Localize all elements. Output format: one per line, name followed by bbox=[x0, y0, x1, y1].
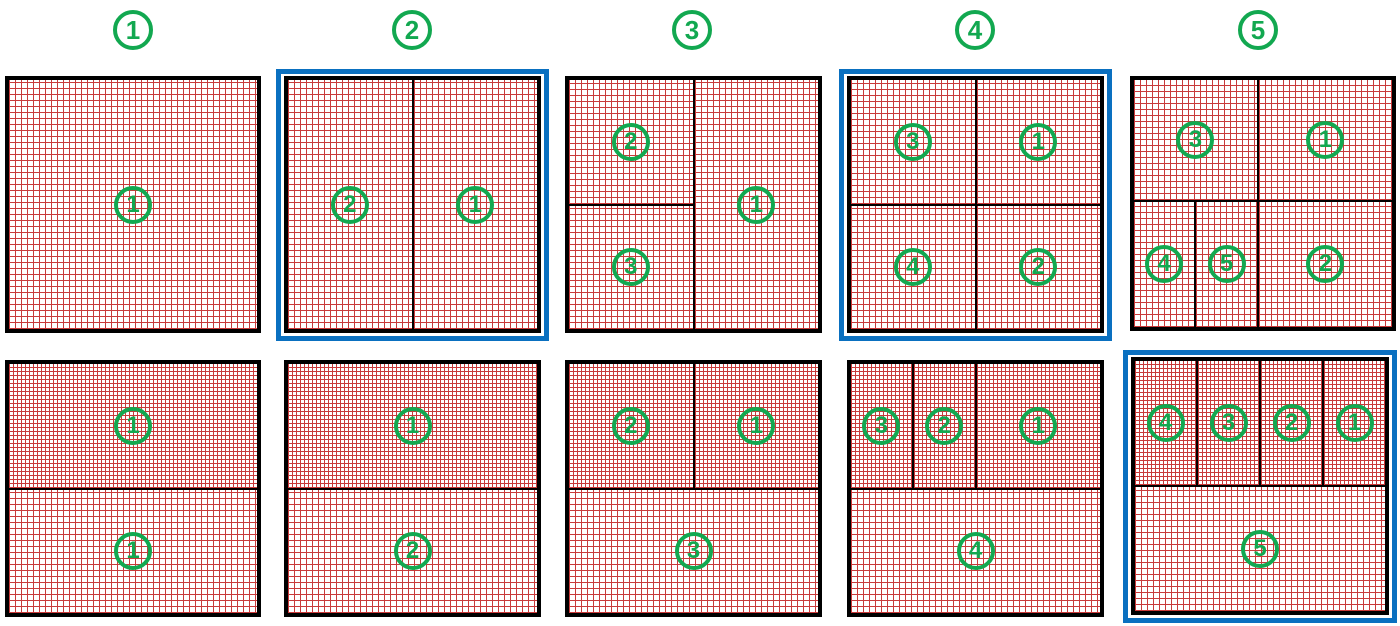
region-label: 4 bbox=[956, 532, 995, 571]
region-label: 2 bbox=[611, 406, 650, 445]
region-label: 5 bbox=[1207, 245, 1246, 284]
region-label: 1 bbox=[737, 406, 776, 445]
partition-region: 1 bbox=[975, 363, 1101, 489]
partition-region: 2 bbox=[1260, 360, 1323, 486]
partition-region: 1 bbox=[1323, 360, 1386, 486]
region-label: 1 bbox=[114, 406, 152, 445]
region-label: 2 bbox=[1019, 248, 1058, 287]
partition-panel: 2 3 1 bbox=[565, 76, 822, 333]
partition-region: 1 bbox=[975, 79, 1101, 205]
region-label: 1 bbox=[737, 185, 776, 224]
partition-region: 5 bbox=[1134, 486, 1386, 612]
partition-region: 1 bbox=[1257, 79, 1393, 201]
region-label: 5 bbox=[1241, 530, 1279, 568]
region-label: 2 bbox=[1272, 404, 1311, 442]
partition-region: 4 bbox=[1133, 201, 1196, 328]
partition-region: 3 bbox=[568, 488, 819, 614]
column-header-3: 3 bbox=[672, 10, 712, 50]
region-label: 1 bbox=[1019, 406, 1058, 445]
partition-region: 2 bbox=[912, 363, 976, 489]
region-label: 2 bbox=[925, 406, 964, 445]
partition-region: 3 bbox=[850, 79, 976, 205]
partition-region: 2 bbox=[975, 204, 1101, 330]
partition-region: 4 bbox=[1134, 360, 1197, 486]
region-label: 1 bbox=[1019, 122, 1058, 161]
partition-region: 1 bbox=[287, 363, 538, 489]
highlight-frame bbox=[839, 69, 1112, 341]
partition-region: 1 bbox=[693, 363, 819, 489]
highlight-frame bbox=[1123, 350, 1397, 623]
highlight-frame bbox=[276, 69, 549, 341]
partition-region: 2 bbox=[568, 79, 694, 205]
region-label: 2 bbox=[330, 185, 369, 224]
partition-region: 1 bbox=[412, 79, 538, 330]
partition-region: 2 bbox=[1257, 201, 1393, 328]
partition-panel: 1 bbox=[5, 76, 261, 333]
partition-region: 3 bbox=[568, 204, 694, 330]
region-label: 3 bbox=[862, 406, 901, 445]
partition-region: 1 bbox=[8, 79, 258, 330]
region-label: 4 bbox=[1145, 245, 1184, 284]
column-header-2: 2 bbox=[392, 10, 432, 50]
region-label: 1 bbox=[456, 185, 495, 224]
region-label: 2 bbox=[1306, 245, 1345, 284]
column-header-1: 1 bbox=[113, 10, 153, 50]
region-label: 2 bbox=[393, 532, 432, 571]
column-header-4: 4 bbox=[955, 10, 995, 50]
partition-region: 1 bbox=[8, 488, 258, 614]
partition-region: 3 bbox=[1133, 79, 1258, 201]
partition-region: 1 bbox=[8, 363, 258, 489]
region-label: 3 bbox=[893, 122, 932, 161]
region-label: 2 bbox=[611, 122, 650, 161]
partition-region: 3 bbox=[850, 363, 913, 489]
partition-region: 3 bbox=[1197, 360, 1260, 486]
partition-region: 2 bbox=[568, 363, 694, 489]
region-label: 1 bbox=[1335, 404, 1374, 442]
region-label: 3 bbox=[674, 532, 713, 571]
region-label: 4 bbox=[893, 248, 932, 287]
region-label: 1 bbox=[1306, 121, 1345, 159]
partition-region: 4 bbox=[850, 204, 976, 330]
partition-region: 2 bbox=[287, 79, 413, 330]
partition-region: 2 bbox=[287, 488, 538, 614]
partition-region: 5 bbox=[1195, 201, 1258, 328]
partition-region: 1 bbox=[693, 79, 819, 330]
region-label: 1 bbox=[114, 532, 152, 571]
region-label: 3 bbox=[611, 248, 650, 287]
region-label: 3 bbox=[1209, 404, 1248, 442]
column-header-5: 5 bbox=[1238, 10, 1278, 50]
region-label: 3 bbox=[1176, 121, 1215, 159]
region-label: 1 bbox=[114, 185, 152, 224]
partition-panel: 2 1 3 bbox=[565, 360, 822, 617]
partition-region: 4 bbox=[850, 488, 1101, 614]
partition-panel: 3 1 4 2 bbox=[847, 76, 1104, 333]
region-label: 1 bbox=[393, 406, 432, 445]
region-label: 4 bbox=[1146, 404, 1185, 442]
